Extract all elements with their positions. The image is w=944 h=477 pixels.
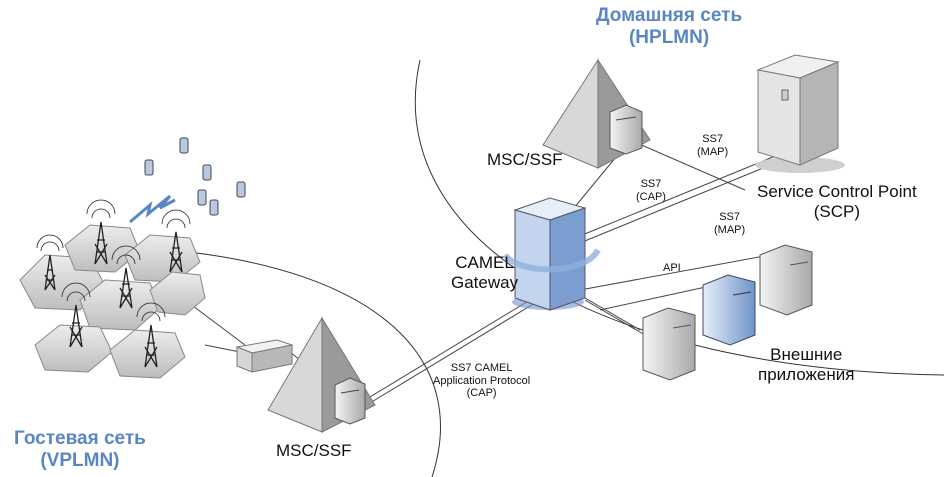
- external-apps-label: Внешние приложения: [758, 345, 854, 384]
- link-cap-protocol-line3: (CAP): [466, 387, 497, 400]
- home-network-title-line1: Домашняя сеть: [596, 5, 743, 26]
- link-ss7-cap-line1: SS7: [640, 178, 662, 190]
- link-ss7-cap: SS7 (CAP): [636, 178, 666, 203]
- link-ss7-map-mid-line1: SS7: [719, 211, 740, 223]
- link-cap-protocol-line2: Application Protocol: [433, 374, 531, 387]
- home-network-title-line2: (HPLMN): [628, 26, 710, 48]
- camel-gateway: [502, 197, 601, 311]
- link-ss7-map-top-line1: SS7: [702, 133, 723, 145]
- link-ss7-cap-line2: (CAP): [636, 190, 666, 203]
- guest-network-title-line1: Гостевая сеть: [14, 428, 146, 449]
- scp-label-line2: (SCP): [813, 201, 860, 221]
- server-blue: [702, 274, 756, 346]
- msc-guest-label: MSC/SSF: [276, 441, 352, 460]
- link-ss7-map-mid: SS7 (MAP): [714, 211, 745, 236]
- mobile-phones: [144, 137, 246, 216]
- link-api: API: [663, 262, 681, 274]
- guest-network-title: Гостевая сеть (VPLMN): [14, 428, 146, 472]
- radio-signal-icon: [129, 194, 176, 224]
- gateway-label: CAMEL Gateway: [451, 253, 518, 292]
- antenna-towers: [36, 199, 191, 368]
- scp-label-line1: Service Control Point: [757, 182, 917, 201]
- server-gray-right: [759, 244, 813, 316]
- link-cap-protocol-line1: SS7 CAMEL: [450, 362, 513, 374]
- guest-network-boundary: [169, 249, 441, 477]
- scp-tower: [755, 54, 845, 173]
- msc-home-label: MSC/SSF: [487, 150, 563, 169]
- gateway-label-line1: CAMEL: [455, 253, 514, 272]
- server-gray-left: [642, 307, 696, 381]
- link-ss7-map-top: SS7 (MAP): [697, 133, 728, 158]
- link-ss7-map-mid-line2: (MAP): [714, 223, 746, 236]
- guest-msc-pyramid: [267, 316, 376, 433]
- scp-label: Service Control Point (SCP): [757, 182, 917, 221]
- link-cap-protocol: SS7 CAMEL Application Protocol (CAP): [433, 362, 530, 400]
- home-network-title: Домашняя сеть (HPLMN): [596, 5, 742, 49]
- guest-network-title-line2: (VPLMN): [40, 449, 120, 471]
- external-apps-label-line2: приложения: [758, 364, 855, 384]
- bsc-box: [235, 339, 294, 373]
- gateway-label-line2: Gateway: [451, 272, 519, 292]
- external-apps-label-line1: Внешние: [770, 345, 843, 364]
- home-msc-pyramid: [542, 58, 651, 169]
- external-servers: [642, 244, 813, 381]
- link-ss7-map-top-line2: (MAP): [697, 145, 729, 158]
